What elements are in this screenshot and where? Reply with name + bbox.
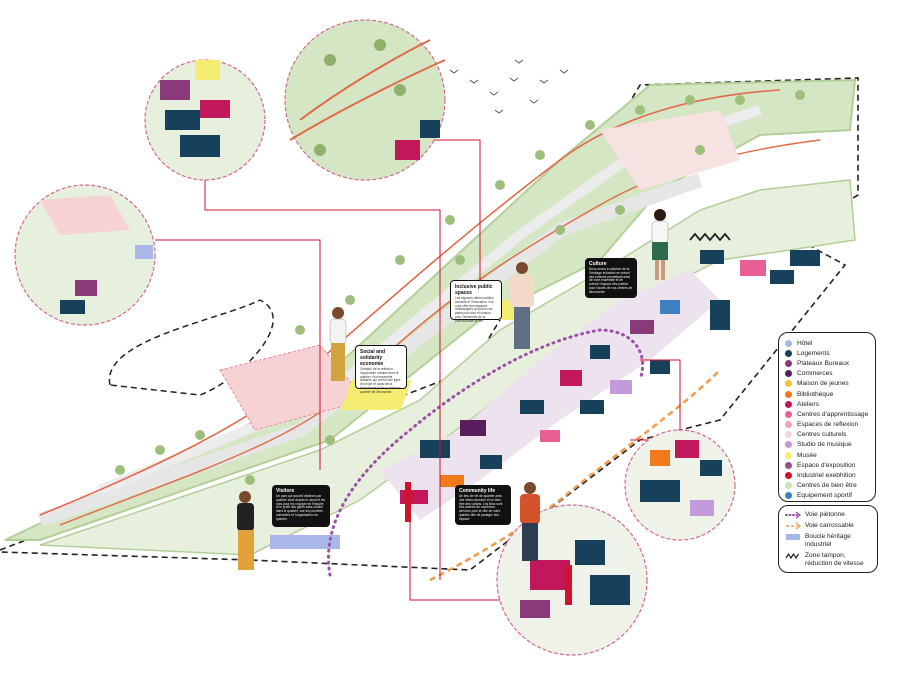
legend-swatch — [785, 472, 792, 480]
legend-label: Espace d'exposition — [797, 461, 856, 469]
legend-item: Plateaux Bureaux — [785, 358, 869, 368]
legend-label: Plateaux Bureaux — [797, 359, 850, 367]
person-solidarity — [329, 307, 347, 381]
legend-pedestrian-label: Voie piétonne — [805, 511, 845, 518]
legend-pedestrian: Voie piétonne — [785, 511, 871, 519]
legend-swatch — [785, 410, 792, 418]
bubble-visitors-title: Visitors — [276, 488, 295, 494]
dashed-arrow-icon — [785, 522, 801, 530]
pedestrian-route — [327, 328, 645, 577]
bubble-culture-title: Culture — [589, 261, 607, 267]
legend-label: Equipement sportif — [797, 492, 852, 500]
legend-item: Ateliers — [785, 399, 869, 409]
legend-item: Musée — [785, 450, 869, 460]
buffer-zigzag — [689, 232, 731, 242]
legend-label: Hôtel — [797, 339, 813, 347]
legend-swatch — [785, 451, 792, 459]
bubble-social-body: Création de la réflexion l'agriculture u… — [360, 367, 401, 394]
zoom-circle-top — [284, 19, 446, 181]
legend-label: Industriel exebhition — [797, 472, 856, 480]
legend-buffer: Zone tampon, réduction de vitesse — [785, 552, 871, 568]
legend-label: Musée — [797, 451, 817, 459]
bubble-community: Community life Un lieu de vie de quartie… — [455, 485, 511, 525]
pink-zone — [600, 110, 740, 190]
route-legend: Voie piétonne Voie carrossable Boucle hé… — [778, 505, 878, 573]
legend-item: Espace d'exposition — [785, 460, 869, 470]
bubble-inclusive-title: Inclusive public spaces — [455, 284, 493, 296]
legend-item: Commerces — [785, 369, 869, 379]
person-inclusive — [510, 262, 534, 349]
legend-item: Hôtel — [785, 338, 869, 348]
legend-label: Centres de bien être — [797, 482, 857, 490]
bubble-visitors-body: Un parc qui accueil visiteurs par quarti… — [276, 494, 326, 521]
legend-swatch — [785, 441, 792, 449]
bubble-social: Social and solidarity economie Création … — [355, 345, 407, 394]
legend-label: Logements — [797, 349, 830, 357]
person-culture — [651, 209, 669, 280]
legend-vehicle-label: Voie carrossable — [805, 522, 854, 529]
legend-swatch — [785, 421, 792, 429]
legend-item: Centres de bien être — [785, 481, 869, 491]
legend-label: Studio de musique — [797, 441, 852, 449]
legend-swatch — [785, 380, 792, 388]
legend-item: Logements — [785, 348, 869, 358]
legend-item: Maison de jeunes — [785, 379, 869, 389]
legend-label: Ateliers — [797, 400, 819, 408]
legend-buffer-label: Zone tampon, réduction de vitesse — [805, 552, 864, 567]
legend-swatch — [785, 492, 792, 500]
legend-item: Equipement sportif — [785, 491, 869, 501]
legend-swatch — [785, 359, 792, 367]
legend-swatch — [785, 431, 792, 439]
legend-swatch — [785, 400, 792, 408]
bubble-inclusive-body: Les espaces offrent publics inclusifs et… — [455, 296, 494, 323]
zoom-circle-top-left — [144, 59, 266, 181]
zoom-circle-bottom — [496, 504, 648, 656]
bubble-inclusive: Inclusive public spaces Les espaces offr… — [450, 280, 502, 323]
bubble-culture: Culture Nous avons à valoriser de la l'h… — [585, 258, 637, 298]
legend-label: Commerces — [797, 370, 833, 378]
bubble-social-title: Social and solidarity economie — [360, 349, 386, 367]
band-icon — [785, 533, 801, 541]
pink-zone — [219, 344, 366, 431]
legend-label: Espaces de reflexion — [797, 421, 859, 429]
legend-item: Bibliothèque — [785, 389, 869, 399]
legend-item: Centres culturels — [785, 430, 869, 440]
legend-label: Centres d'apprentissage — [797, 410, 869, 418]
road — [37, 173, 703, 527]
legend-swatch — [785, 461, 792, 469]
legend-vehicle: Voie carrossable — [785, 522, 871, 530]
legend-label: Maison de jeunes — [797, 380, 849, 388]
legend-item: Industriel exebhition — [785, 470, 869, 480]
legend-item: Studio de musique — [785, 440, 869, 450]
zoom-circle-left — [14, 184, 156, 326]
legend-loop-label: Boucle héritage industriel — [805, 533, 851, 548]
legend-swatch — [785, 482, 792, 490]
zoom-circle-right — [624, 429, 736, 541]
zigzag-icon — [785, 552, 801, 560]
bubble-community-title: Community life — [459, 488, 496, 494]
legend-item: Centres d'apprentissage — [785, 409, 869, 419]
trees — [115, 90, 805, 485]
legend-label: Bibliothèque — [797, 390, 834, 398]
legend-swatch — [785, 370, 792, 378]
bubble-visitors: Visitors Un parc qui accueil visiteurs p… — [272, 485, 330, 527]
dotted-arrow-icon — [785, 511, 801, 519]
red-path — [39, 89, 781, 516]
bubble-culture-body: Nous avons à valoriser de la l'héritage … — [589, 267, 633, 294]
legend-label: Centres culturels — [797, 431, 847, 439]
birds — [449, 59, 569, 114]
legend-item: Espaces de reflexion — [785, 420, 869, 430]
legend-loop: Boucle héritage industriel — [785, 533, 871, 549]
person-visitor — [237, 491, 254, 570]
bubble-community-body: Un lieu de vie de quartier avec une inte… — [459, 494, 503, 521]
legend-swatch — [785, 390, 792, 398]
vehicle-route — [429, 369, 721, 582]
person-community — [520, 482, 540, 561]
legend-swatch — [785, 339, 792, 347]
legend-swatch — [785, 349, 792, 357]
